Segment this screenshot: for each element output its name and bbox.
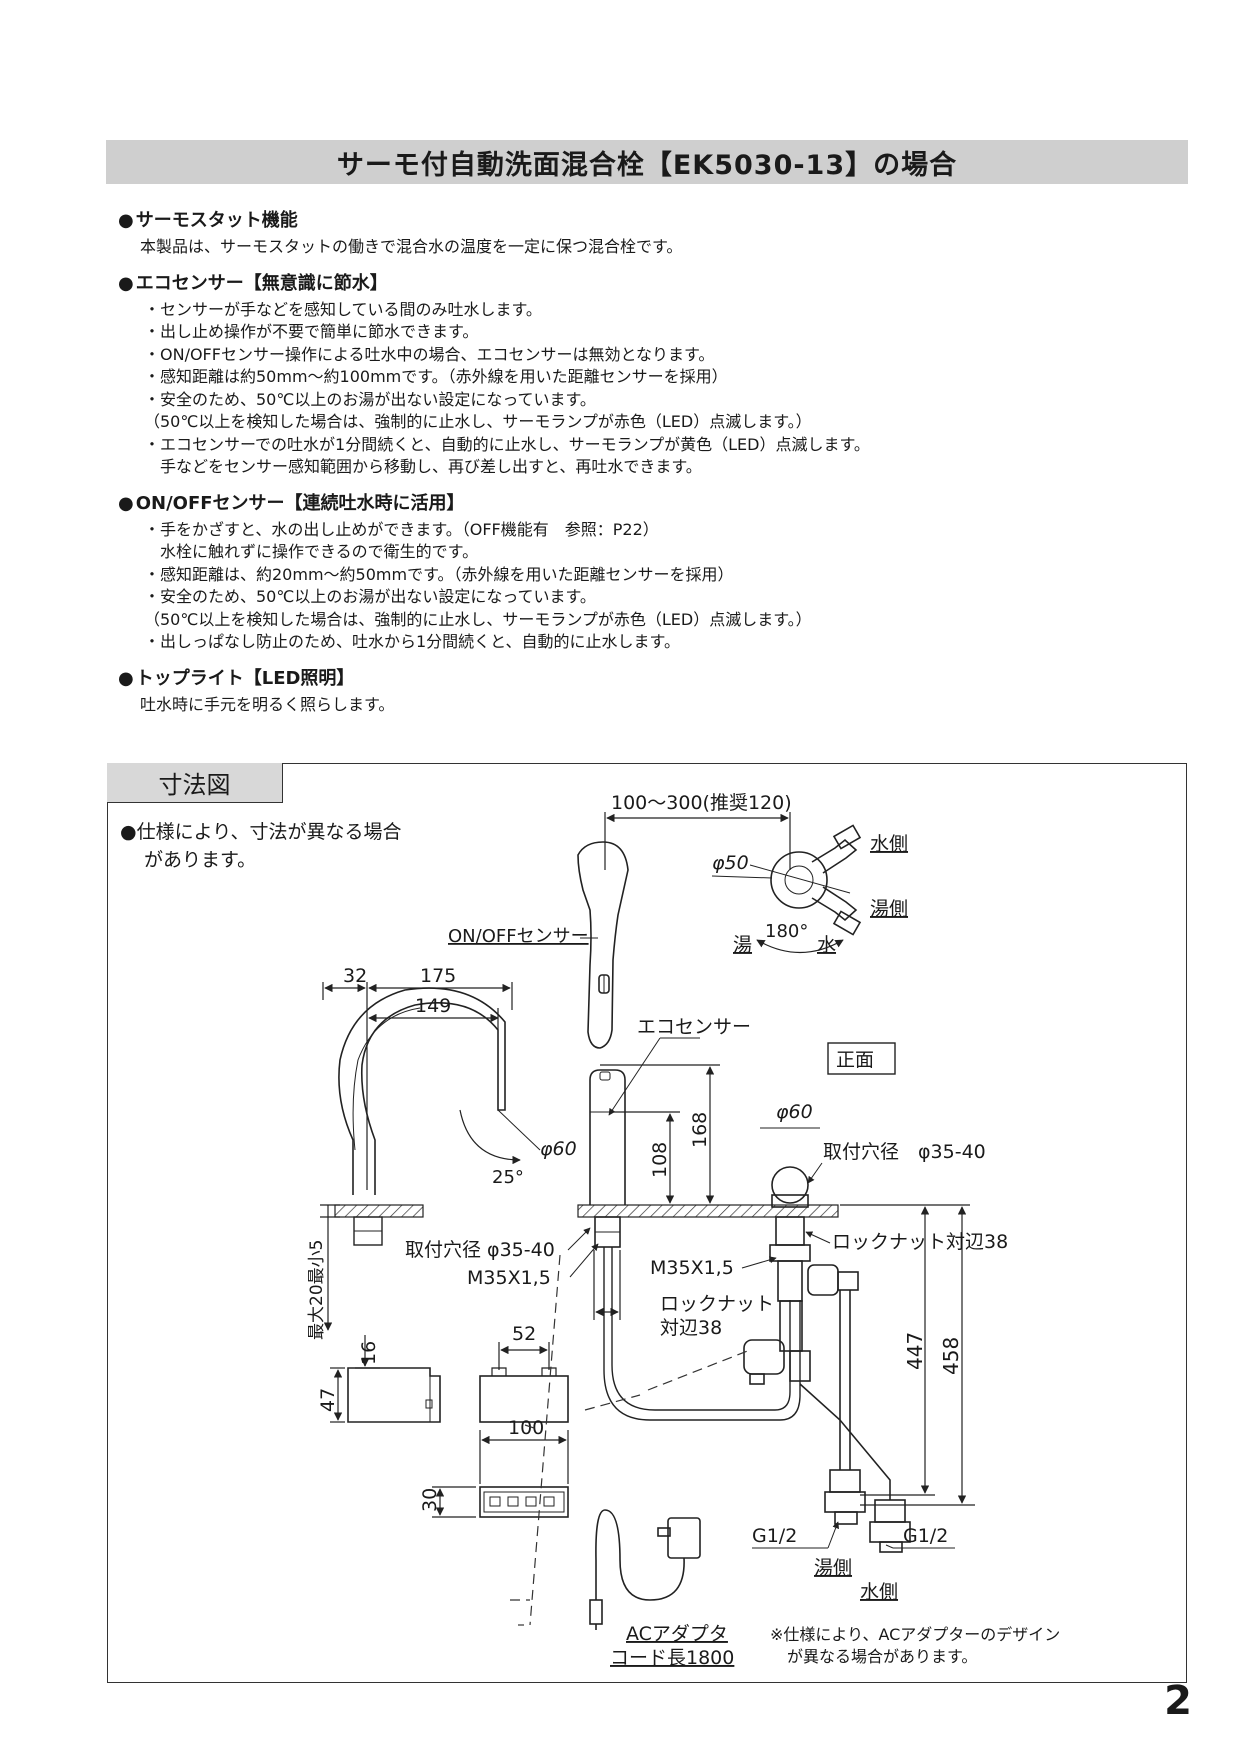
label-d175: 175 <box>420 965 456 987</box>
label-d108: 108 <box>649 1142 671 1178</box>
label-d168: 168 <box>689 1112 711 1148</box>
label-g12-left: G1/2 <box>752 1525 797 1547</box>
label-phi60b: φ60 <box>776 1101 813 1123</box>
feature-item: ・手をかざすと、水の出し止めができます。（OFF機能有 参照：P22） <box>144 519 659 539</box>
feature-item: ・ON/OFFセンサー操作による吐水中の場合、エコセンサーは無効となります。 <box>144 344 715 364</box>
label-hot: 湯 <box>733 934 752 956</box>
dimension-note: ●仕様により、寸法が異なる場合 があります。 <box>120 821 402 871</box>
dim-16-47 <box>330 1335 380 1423</box>
dim-100-300 <box>604 812 791 870</box>
feature-heading: サーモスタット機能 <box>135 210 298 231</box>
label-hot-side-b: 湯側 <box>814 1557 852 1579</box>
label-phi60a: φ60 <box>540 1138 577 1160</box>
control-box-top <box>479 1486 569 1518</box>
label-ac2: コード長1800 <box>610 1647 734 1669</box>
dim-100-30 <box>432 1430 569 1518</box>
feature-item: ・感知距離は、約20mm〜約50mmです。（赤外線を用いた距離センサーを採用） <box>144 564 734 584</box>
label-locknut2: 対辺38 <box>660 1317 722 1339</box>
label-angle180: 180° <box>765 921 808 942</box>
feature-item: （50℃以上を検知した場合は、強制的に止水し、サーモランプが赤色（LED）点滅し… <box>144 412 812 431</box>
label-d47: 47 <box>317 1388 339 1412</box>
dim-52 <box>498 1342 550 1370</box>
front-label-box <box>827 1042 896 1075</box>
feature-item: ・エコセンサーでの吐水が1分間続くと、自動的に止水し、サーモランプが黄色（LED… <box>144 434 870 454</box>
feature-body: 吐水時に手元を明るく照らします。 <box>140 694 395 714</box>
label-water: 水 <box>817 934 836 956</box>
feature-heading: エコセンサー【無意識に節水】 <box>135 272 388 294</box>
feature-onoff-sensor: ●ON/OFFセンサー【連続吐水時に活用】 ・手をかざすと、水の出し止めができま… <box>118 489 1178 654</box>
valve-body-front <box>743 1127 911 1553</box>
label-phi50: φ50 <box>712 852 749 874</box>
dimension-tab-label: 寸法図 <box>158 771 231 799</box>
label-d149: 149 <box>415 995 451 1017</box>
label-locknut1: ロックナット <box>660 1293 774 1315</box>
page-number: 2 <box>1164 1678 1192 1724</box>
feature-eco-sensor: ●エコセンサー【無意識に節水】 ・センサーが手などを感知している間のみ吐水します… <box>118 269 1178 479</box>
dimension-frame <box>107 763 1187 1683</box>
bullet-icon: ● <box>118 272 134 294</box>
label-m35-left: M35X1,5 <box>467 1267 551 1289</box>
label-d447: 447 <box>903 1332 927 1370</box>
feature-top-light: ●トップライト【LED照明】 吐水時に手元を明るく照らします。 <box>118 664 1178 717</box>
feature-item: ・出しっぱなし防止のため、吐水から1分間続くと、自動的に止水します。 <box>144 632 680 651</box>
dimension-tab: 寸法図 <box>107 763 283 803</box>
spout-side-view <box>338 987 506 1195</box>
label-dist: 100〜300(推奨120) <box>611 792 792 814</box>
bullet-icon: ● <box>118 492 134 514</box>
control-box-front <box>479 1367 569 1423</box>
wiring-dashes <box>510 1254 751 1626</box>
ac-adapter <box>589 1509 701 1630</box>
feature-heading: トップライト【LED照明】 <box>135 667 355 689</box>
label-front: 正面 <box>836 1049 874 1071</box>
feature-item: ・センサーが手などを感知している間のみ吐水します。 <box>144 299 542 319</box>
page-title: サーモ付自動洗面混合栓【EK5030-13】の場合 <box>336 149 958 181</box>
feature-item: ・出し止め操作が不要で簡単に節水できます。 <box>144 322 479 341</box>
control-box-side <box>347 1367 441 1423</box>
label-water-side: 水側 <box>870 833 908 855</box>
bullet-icon: ● <box>118 210 134 231</box>
feature-item: 手などをセンサー感知範囲から移動し、再び差し出すと、再吐水できます。 <box>144 457 702 476</box>
feature-item: （50℃以上を検知した場合は、強制的に止水し、サーモランプが赤色（LED）点滅し… <box>144 609 812 629</box>
dim-32-175-149 <box>322 982 513 1190</box>
label-ac-note1: ※仕様により、ACアダプターのデザイン <box>770 1625 1060 1644</box>
feature-list: ●サーモスタット機能 本製品は、サーモスタットの働きで混合水の温度を一定に保つ混… <box>118 206 1178 726</box>
label-ac1: ACアダプタ <box>626 1623 728 1645</box>
dim-447-458 <box>840 1204 975 1506</box>
feature-body: 本製品は、サーモスタットの働きで混合水の温度を一定に保つ混合栓です。 <box>140 237 683 256</box>
deck-left <box>334 1204 424 1218</box>
valve-plan-view <box>749 824 862 936</box>
feature-item: 水栓に触れずに操作できるので衛生的です。 <box>144 542 479 561</box>
label-eco-sensor: エコセンサー <box>637 1016 751 1038</box>
label-angle25: 25° <box>492 1167 524 1188</box>
label-m35-right: M35X1,5 <box>650 1257 734 1279</box>
label-d458: 458 <box>939 1337 963 1375</box>
label-d52: 52 <box>512 1323 536 1345</box>
bullet-icon: ● <box>118 667 134 689</box>
label-d30: 30 <box>419 1488 441 1512</box>
section-title-bar: サーモ付自動洗面混合栓【EK5030-13】の場合 <box>106 140 1188 184</box>
deck-front <box>577 1204 839 1218</box>
spout-top-view <box>577 841 629 1049</box>
feature-item: ・安全のため、50℃以上のお湯が出ない設定になっています。 <box>144 587 596 606</box>
feature-item: ・安全のため、50℃以上のお湯が出ない設定になっています。 <box>144 389 596 409</box>
label-hot-side: 湯側 <box>870 898 908 920</box>
feature-thermostat: ●サーモスタット機能 本製品は、サーモスタットの働きで混合水の温度を一定に保つ混… <box>118 206 1178 259</box>
dim-max-min <box>320 1204 340 1331</box>
dim-108-168 <box>600 1064 720 1204</box>
feature-heading: ON/OFFセンサー【連続吐水時に活用】 <box>135 492 465 514</box>
label-hole-left: 取付穴径 φ35-40 <box>405 1239 555 1261</box>
label-d32: 32 <box>343 965 367 987</box>
faucet-body-front <box>589 1069 801 1421</box>
label-onoff-sensor: ON/OFFセンサー <box>448 926 589 947</box>
label-max-min: 最大20最小5 <box>307 1240 327 1340</box>
feature-item: ・感知距離は約50mm〜約100mmです。（赤外線を用いた距離センサーを採用） <box>144 367 728 386</box>
label-ac-note2: が異なる場合があります。 <box>787 1647 977 1666</box>
label-hole-right: 取付穴径 φ35-40 <box>823 1141 986 1163</box>
label-water-side-b: 水側 <box>860 1581 898 1603</box>
label-d100: 100 <box>508 1417 544 1439</box>
label-locknut-right: ロックナット対辺38 <box>832 1231 1008 1253</box>
label-d16: 16 <box>358 1341 380 1365</box>
label-g12-right: G1/2 <box>903 1525 948 1547</box>
